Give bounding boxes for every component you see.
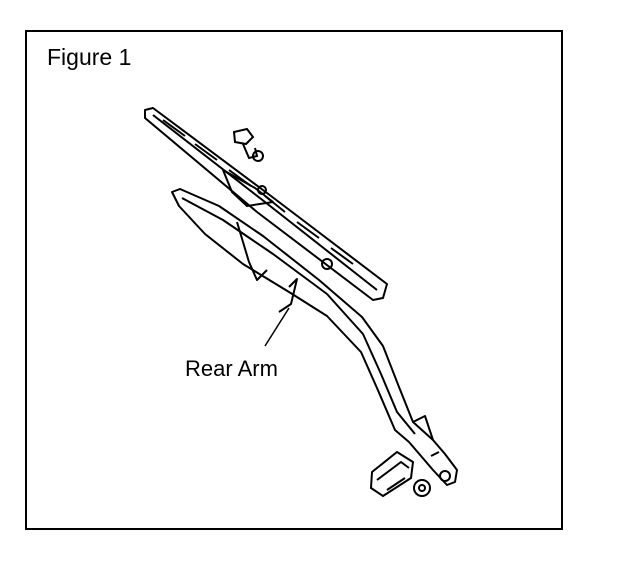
rear-arm-leader-line [264,307,290,347]
rear-arm-callout: Rear Arm [185,307,290,381]
figure-frame: Figure 1 [25,30,563,530]
rear-arm [171,188,458,486]
rear-arm-label: Rear Arm [185,356,278,381]
clip-icon [232,127,264,162]
wiper-blade [144,107,388,301]
cap-icon [370,451,414,497]
wiper-diagram: Rear Arm [144,107,458,497]
nut-icon [413,479,431,497]
figure-title: Figure 1 [47,44,132,70]
